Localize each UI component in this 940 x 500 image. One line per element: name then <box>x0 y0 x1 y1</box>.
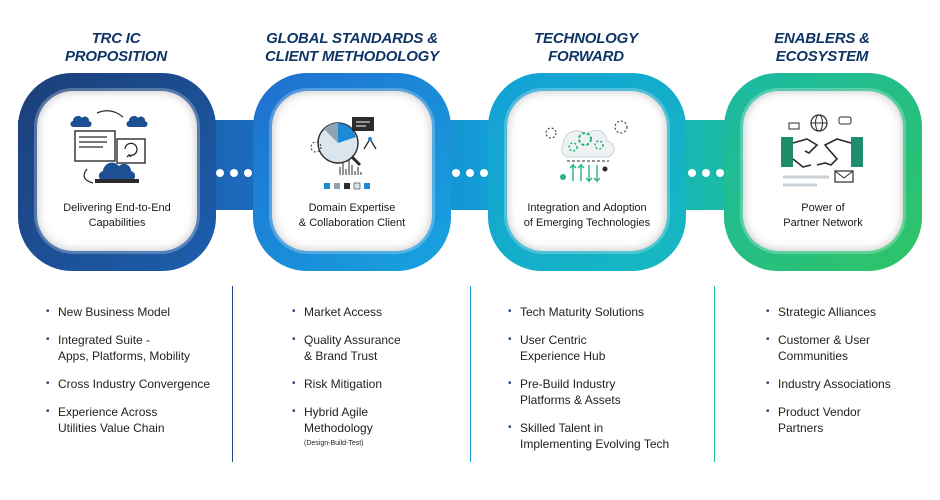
card-label-line: Domain Expertise <box>308 202 396 214</box>
list-item-line: Industry Associations <box>778 377 891 391</box>
card-label-trc-ic: Delivering End-to-End Capabilities <box>43 201 191 231</box>
list-item-line: Integrated Suite - <box>58 333 151 347</box>
card-label-technology-forward: Integration and Adoption of Emerging Tec… <box>513 201 661 231</box>
list-item-line: Tech Maturity Solutions <box>520 305 645 319</box>
card-technology-forward: Integration and Adoption of Emerging Tec… <box>507 91 667 251</box>
list-item: Market Access <box>292 304 401 320</box>
list-item-line: Experience Across <box>58 405 158 419</box>
list-item: Industry Associations <box>766 376 891 392</box>
bullet-list-global-standards: Market Access Quality Assurance & Brand T… <box>292 304 401 464</box>
dot <box>230 169 238 177</box>
ring-technology-forward: Integration and Adoption of Emerging Tec… <box>488 73 686 271</box>
list-item-line: Partners <box>778 421 824 435</box>
bullet-list-technology-forward: Tech Maturity Solutions User CentricExpe… <box>508 304 669 464</box>
heading-line: PROPOSITION <box>65 48 167 65</box>
card-label-line: Integration and Adoption <box>527 202 647 214</box>
list-item-note: (Design-Build-Test) <box>304 440 364 447</box>
dot <box>716 169 724 177</box>
list-item-line: Communities <box>778 349 849 363</box>
list-item-line: Cross Industry Convergence <box>58 377 211 391</box>
list-item-line: Utilities Value Chain <box>58 421 165 435</box>
list-item-line: & Brand Trust <box>304 349 378 363</box>
heading-trc-ic-proposition: TRC IC PROPOSITION <box>16 30 216 66</box>
bullet-list-enablers-ecosystem: Strategic Alliances Customer & UserCommu… <box>766 304 891 448</box>
list-item-line: Customer & User <box>778 333 871 347</box>
list-item: Tech Maturity Solutions <box>508 304 669 320</box>
column-divider <box>232 286 233 462</box>
dot <box>244 169 252 177</box>
heading-line: CLIENT METHODOLOGY <box>265 48 439 65</box>
column-divider <box>470 286 471 462</box>
dot <box>480 169 488 177</box>
heading-line: TRC IC <box>91 30 141 47</box>
card-label-enablers-ecosystem: Power of Partner Network <box>749 201 897 231</box>
ring-global-standards: Domain Expertise & Collaboration Client <box>253 73 451 271</box>
connector-dots <box>452 168 488 178</box>
list-item-line: Platforms & Assets <box>520 393 621 407</box>
heading-technology-forward: TECHNOLOGY FORWARD <box>486 30 686 66</box>
cloud-computer-sync-icon <box>70 110 148 184</box>
cloud-gears-network-icon <box>545 120 628 183</box>
list-item: Skilled Talent in Implementing Evolving T… <box>508 420 669 452</box>
list-item-text: Methodology <box>304 421 373 435</box>
handshake-globe-icon <box>781 114 863 187</box>
card-label-line: Capabilities <box>88 217 146 229</box>
list-item: Strategic Alliances <box>766 304 891 320</box>
card-label-line: Power of <box>801 202 845 214</box>
list-item-line: Experience Hub <box>520 349 606 363</box>
bullet-list-trc-ic: New Business Model Integrated Suite - App… <box>46 304 210 448</box>
heading-line: TECHNOLOGY <box>534 30 638 47</box>
connector-dots <box>688 168 724 178</box>
heading-line: ECOSYSTEM <box>775 48 869 65</box>
list-item-line: New Business Model <box>58 305 171 319</box>
dot <box>688 169 696 177</box>
heading-line: FORWARD <box>548 48 624 65</box>
list-item: Risk Mitigation <box>292 376 401 392</box>
list-item-line: Methodology (Design-Build-Test) <box>304 420 401 452</box>
magnifier-analytics-icon <box>310 117 377 190</box>
dot <box>702 169 710 177</box>
column-divider <box>714 286 715 462</box>
ring-trc-ic: Delivering End-to-End Capabilities <box>18 73 216 271</box>
list-item-line: Skilled Talent in <box>520 421 604 435</box>
dot <box>466 169 474 177</box>
card-label-line: Partner Network <box>783 217 863 229</box>
list-item: Cross Industry Convergence <box>46 376 210 392</box>
list-item-line: Strategic Alliances <box>778 305 877 319</box>
dot <box>216 169 224 177</box>
list-item-line: Apps, Platforms, Mobility <box>58 349 191 363</box>
list-item-line: Quality Assurance <box>304 333 401 347</box>
heading-line: GLOBAL STANDARDS & <box>266 30 438 47</box>
ring-enablers-ecosystem: Power of Partner Network <box>724 73 922 271</box>
connector-dots <box>216 168 252 178</box>
heading-global-standards: GLOBAL STANDARDS & CLIENT METHODOLOGY <box>252 30 452 66</box>
list-item: Integrated Suite - Apps, Platforms, Mobil… <box>46 332 210 364</box>
list-item-line: Hybrid Agile <box>304 405 369 419</box>
card-label-global-standards: Domain Expertise & Collaboration Client <box>278 201 426 231</box>
list-item-line: Risk Mitigation <box>304 377 383 391</box>
card-global-standards: Domain Expertise & Collaboration Client <box>272 91 432 251</box>
list-item-line: Pre-Build Industry <box>520 377 616 391</box>
card-label-line: of Emerging Technologies <box>523 217 651 229</box>
card-label-line: Delivering End-to-End <box>63 202 171 214</box>
card-trc-ic: Delivering End-to-End Capabilities <box>37 91 197 251</box>
list-item-line: Product Vendor <box>778 405 861 419</box>
list-item-line: Implementing Evolving Tech <box>520 437 670 451</box>
heading-line: ENABLERS & <box>774 30 870 47</box>
dot <box>452 169 460 177</box>
list-item: Quality Assurance & Brand Trust <box>292 332 401 364</box>
list-item-line: Market Access <box>304 305 383 319</box>
heading-enablers-ecosystem: ENABLERS & ECOSYSTEM <box>722 30 922 66</box>
list-item-line: User Centric <box>520 333 587 347</box>
card-enablers-ecosystem: Power of Partner Network <box>743 91 903 251</box>
list-item: New Business Model <box>46 304 210 320</box>
card-label-line: & Collaboration Client <box>298 217 406 229</box>
